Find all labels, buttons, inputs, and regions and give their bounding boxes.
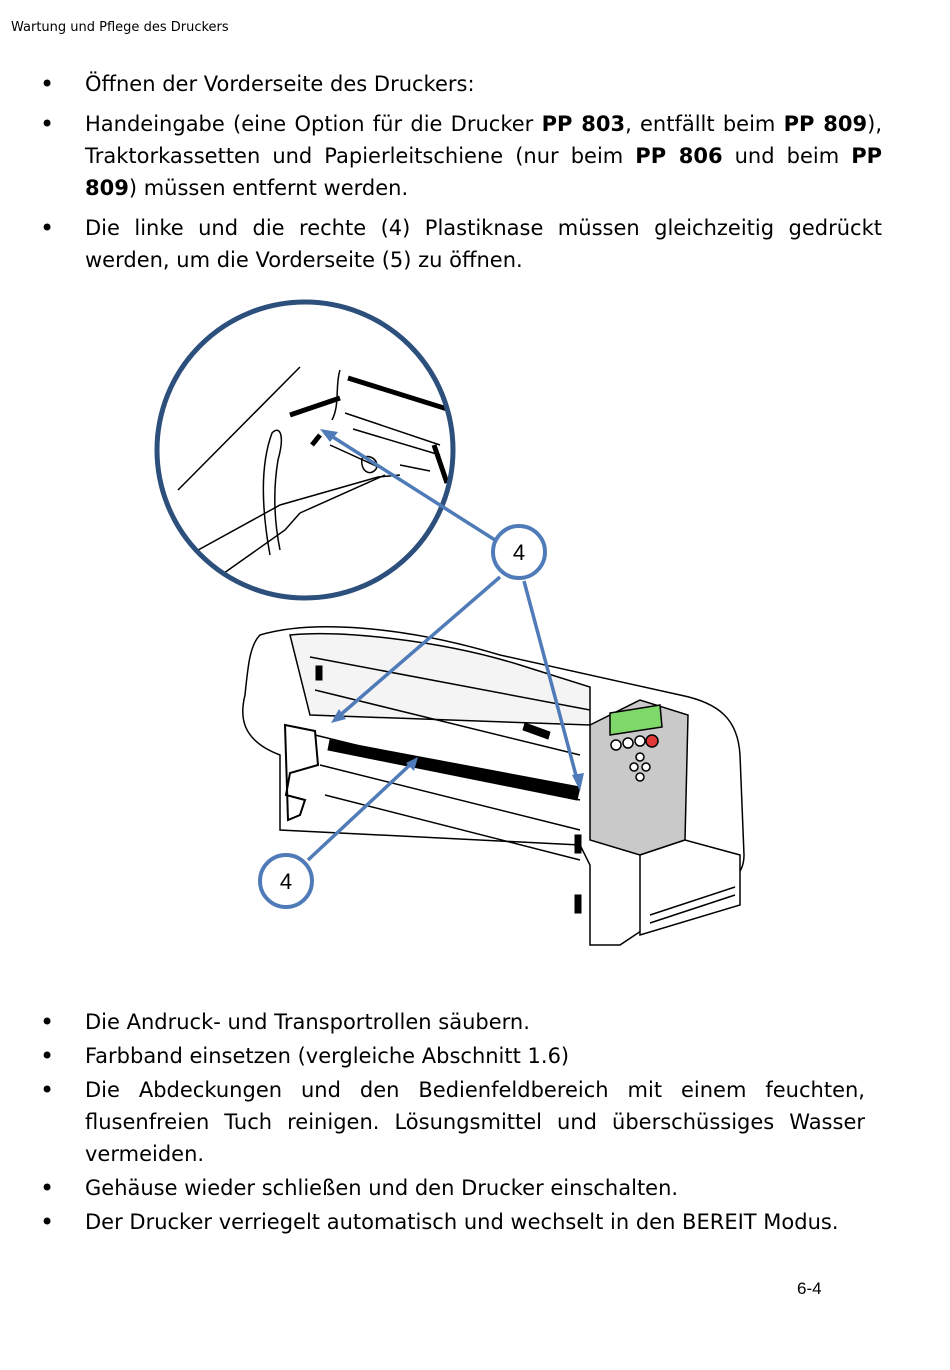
printer-dark-parts <box>283 665 582 914</box>
model-name: PP 809 <box>783 112 868 136</box>
list-item: Handeingabe (eine Option für die Drucker… <box>40 108 882 204</box>
list-item: Die linke und die rechte (4) Plastiknase… <box>40 212 882 276</box>
steps-list-bottom: Die Andruck- und Transportrollen säubern… <box>40 1006 865 1240</box>
step-text: ), Traktorkassetten und Papierleitschien… <box>85 112 882 168</box>
steps-list-top: Öffnen der Vorderseite des Druckers: Han… <box>40 68 882 284</box>
list-item: Die Andruck- und Transportrollen säubern… <box>40 1006 865 1038</box>
step-text: Öffnen der Vorderseite des Druckers: <box>85 72 475 96</box>
step-text: Handeingabe (eine Option für die Drucker <box>85 112 542 136</box>
zoom-detail <box>177 366 441 591</box>
running-header: Wartung und Pflege des Druckers <box>11 20 229 35</box>
step-text: ) müssen entfernt werden. <box>128 176 409 200</box>
step-text: Die linke und die rechte (4) Plastiknase… <box>85 216 882 272</box>
callout-label-bottom: 4 <box>280 869 292 894</box>
step-text: und beim <box>722 144 852 168</box>
list-item: Der Drucker verriegelt automatisch und w… <box>40 1206 865 1238</box>
printer-illustration: 4 4 <box>154 299 745 946</box>
model-name: PP 803 <box>541 112 626 136</box>
arrowheads <box>320 429 584 791</box>
list-item: Die Abdeckungen und den Bedienfeldbereic… <box>40 1074 865 1170</box>
list-item: Gehäuse wieder schließen und den Drucker… <box>40 1172 865 1204</box>
control-panel <box>609 704 663 782</box>
page-number: 6-4 <box>797 1279 822 1298</box>
callout-badge-top: 4 <box>491 524 547 580</box>
model-name: PP 809 <box>85 144 882 200</box>
list-item: Öffnen der Vorderseite des Druckers: <box>40 68 882 100</box>
callout-label-top: 4 <box>513 540 525 565</box>
list-item: Farbband einsetzen (vergleiche Abschnitt… <box>40 1040 865 1072</box>
model-name: PP 806 <box>635 144 723 168</box>
step-text: , entfällt beim <box>625 112 784 136</box>
callout-arrows <box>306 430 580 862</box>
zoom-detail-heavy-lines <box>289 375 451 484</box>
callout-badge-bottom: 4 <box>258 853 314 909</box>
zoom-circle <box>154 299 456 601</box>
